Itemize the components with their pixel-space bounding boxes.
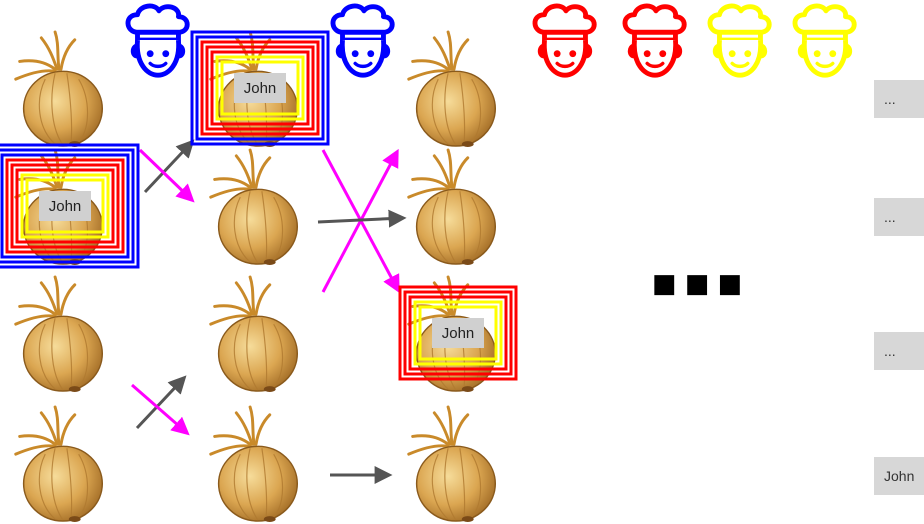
name-box: [39, 191, 91, 221]
highlight-frame-red: [398, 285, 518, 381]
onion-node-c2-r3: [407, 405, 497, 523]
highlight-frame-red: [5, 158, 125, 254]
onion-node-c0-r1: John: [0, 143, 140, 269]
highlight-frame-red: [200, 40, 320, 136]
highlight-frame-red: [10, 163, 120, 249]
onion-icon: [209, 405, 299, 523]
chef-yellow-2-icon: [795, 6, 854, 75]
highlight-frame-blue: [0, 143, 140, 269]
name-box: [432, 318, 484, 348]
highlight-frame-yellow: [413, 300, 503, 366]
onion-icon: [14, 30, 104, 148]
chef-red-2-icon: [625, 6, 684, 75]
highlight-frame-yellow: [20, 173, 110, 239]
name-label: John: [49, 198, 82, 215]
ellipsis-dots: ■ ■ ■: [652, 269, 742, 299]
onion-icon: [14, 405, 104, 523]
onion-node-c1-r1: [209, 148, 299, 266]
onion-node-c1-r3: [209, 405, 299, 523]
onion-node-c2-r2: John: [398, 275, 518, 393]
name-label: John: [442, 325, 475, 342]
onion-node-c2-r1: [407, 148, 497, 266]
magenta-arrow-col0-row1-to-col1-row1: [138, 148, 195, 203]
chef-red-1-icon: [535, 6, 594, 75]
highlight-frame-yellow: [418, 305, 498, 361]
chef-yellow-1-icon: [710, 6, 769, 75]
arrow-layer: [131, 139, 407, 484]
gray-arrow-col0-row3-to-col1-row2: [135, 375, 187, 430]
onion-node-c0-r0: [14, 30, 104, 148]
onion-icon: [407, 405, 497, 523]
highlight-frame-yellow: [25, 178, 105, 234]
onion-node-c2-r0: [407, 30, 497, 148]
magenta-arrow-col0-row3-to-col1-row3: [131, 383, 190, 436]
highlight-frame-blue: [190, 30, 330, 146]
onion-icon: [407, 30, 497, 148]
name-box: [234, 73, 286, 103]
side-box-0: ...: [874, 80, 924, 118]
highlight-frame-red: [205, 45, 315, 131]
onion-icon: [14, 275, 104, 393]
highlight-frame-blue: [195, 35, 325, 141]
name-label: John: [244, 80, 277, 97]
onion-icon: [209, 148, 299, 266]
onion-icon: [209, 275, 299, 393]
highlight-frame-red: [408, 295, 508, 371]
gray-arrow-col0-row1-to-col1-row0: [143, 139, 195, 194]
highlight-frame-blue: [0, 148, 135, 264]
magenta-arrow-col1-row2-to-col2-row1: [321, 148, 399, 293]
highlight-frame-yellow: [220, 60, 300, 116]
highlight-frame-red: [210, 50, 310, 126]
onion-node-c1-r0: John: [190, 30, 330, 148]
highlight-frame-blue: [0, 153, 130, 259]
onion-node-c0-r3: [14, 405, 104, 523]
chef-blue-1-icon: [128, 6, 187, 75]
highlight-frame-red: [403, 290, 513, 376]
onion-node-c1-r2: [209, 275, 299, 393]
gray-arrow-col1-row1-to-col2-row1: [317, 209, 407, 228]
highlight-frame-yellow: [215, 55, 305, 121]
onion-node-c0-r2: [14, 275, 104, 393]
onion-icon: [407, 148, 497, 266]
side-box-3: John: [874, 457, 924, 495]
side-box-1: ...: [874, 198, 924, 236]
highlight-frame-red: [15, 168, 115, 244]
side-box-2: ...: [874, 332, 924, 370]
chef-blue-2-icon: [333, 6, 392, 75]
